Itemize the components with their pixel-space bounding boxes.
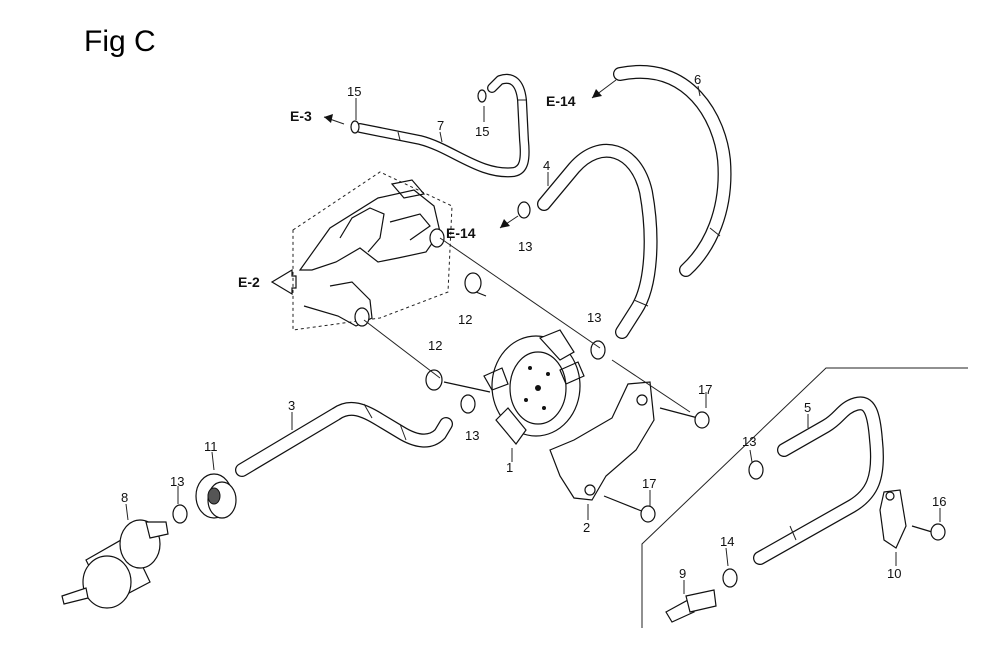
callout-16: 16	[932, 494, 946, 509]
inset-frame	[641, 367, 968, 628]
callout-8: 8	[121, 490, 128, 505]
callout-12a: 12	[458, 312, 472, 327]
callout-11: 11	[204, 439, 218, 454]
pump-bracket	[549, 381, 655, 501]
callout-13e: 13	[742, 434, 756, 449]
bracket-assembly	[292, 171, 453, 331]
callout-15a: 15	[347, 84, 361, 99]
callout-4: 4	[543, 158, 550, 173]
callout-9: 9	[679, 566, 686, 581]
figure-title: Fig C	[84, 25, 156, 58]
callout-5: 5	[804, 400, 811, 415]
hose-7	[355, 73, 530, 178]
hose-6	[613, 65, 732, 277]
ref-e2: E-2	[238, 274, 260, 290]
part-9	[665, 589, 717, 623]
hose-4	[537, 143, 658, 339]
hose-3	[235, 401, 453, 477]
callout-14: 14	[720, 534, 734, 549]
callout-17b: 17	[642, 476, 656, 491]
hose-5	[753, 396, 884, 565]
bolts	[425, 272, 946, 541]
callout-3: 3	[288, 398, 295, 413]
part-10	[879, 489, 907, 549]
callout-2: 2	[583, 520, 590, 535]
ref-e14-top: E-14	[546, 93, 576, 109]
clamps	[172, 89, 764, 588]
fuel-pump	[483, 329, 585, 445]
callout-6: 6	[694, 72, 701, 87]
part-11	[195, 473, 237, 519]
callout-13c: 13	[465, 428, 479, 443]
callout-13b: 13	[587, 310, 601, 325]
callout-15b: 15	[475, 124, 489, 139]
callout-13d: 13	[170, 474, 184, 489]
fuel-filter	[61, 519, 169, 609]
callout-1: 1	[506, 460, 513, 475]
reference-arrows	[270, 79, 617, 296]
callout-12b: 12	[428, 338, 442, 353]
ref-e3: E-3	[290, 108, 312, 124]
callout-10: 10	[887, 566, 901, 581]
ref-e14-mid: E-14	[446, 225, 476, 241]
callout-17a: 17	[698, 382, 712, 397]
callout-7: 7	[437, 118, 444, 133]
callout-13a: 13	[518, 239, 532, 254]
leader-lines	[125, 85, 941, 594]
